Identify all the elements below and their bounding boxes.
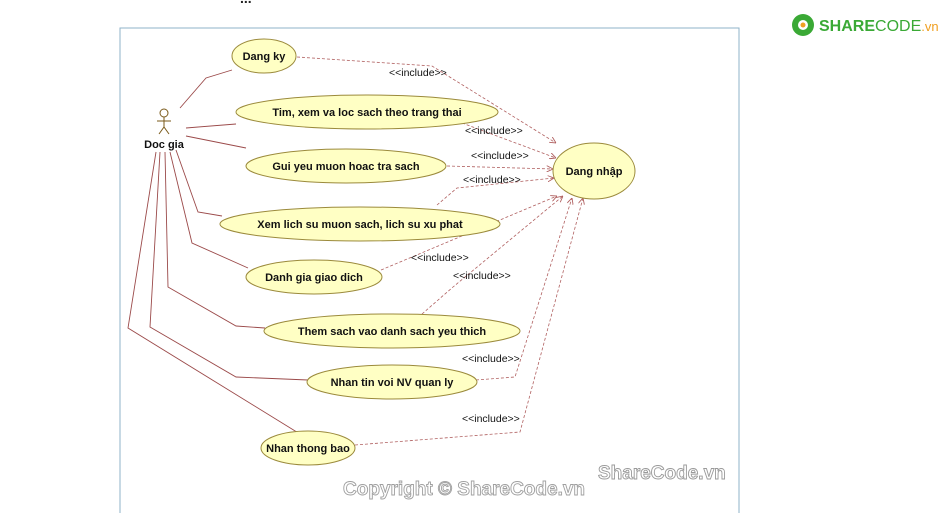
use-case-tim[interactable]: Tim, xem va loc sach theo trang thai: [235, 94, 499, 130]
svg-text:SHARECODE.vn: SHARECODE.vn: [819, 18, 939, 35]
association-xem: [175, 149, 223, 217]
association-tim: [185, 123, 237, 129]
use-case-label: Them sach vao danh sach yeu thich: [298, 326, 487, 338]
include-arrow-tim: [461, 122, 556, 158]
use-case-nhantin[interactable]: Nhan tin voi NV quan ly: [306, 364, 478, 400]
use-cases: Dang ky Tim, xem va loc sach theo trang t…: [219, 38, 636, 466]
use-case-label: Dang ky: [243, 51, 287, 63]
include-label-danhgia: <<include>>: [411, 252, 469, 264]
include-arrow-them: [421, 196, 563, 315]
watermark-copyright: Copyright © ShareCode.vn: [343, 479, 585, 500]
include-label-nhantin: <<include>>: [462, 353, 520, 365]
include-label-them: <<include>>: [453, 270, 511, 282]
association-nhantin: [149, 151, 309, 381]
include-arrow-xem: [436, 178, 554, 206]
use-case-ellipse: [263, 313, 521, 349]
use-case-dangky[interactable]: Dang ky: [231, 38, 297, 74]
include-label-tim: <<include>>: [465, 125, 523, 137]
use-case-label: Gui yeu muon hoac tra sach: [272, 161, 420, 173]
association-thongbao: [127, 151, 301, 435]
include-label-gui: <<include>>: [471, 150, 529, 162]
use-case-label: Nhan thong bao: [266, 443, 350, 455]
logo-text-rest: CODE: [875, 18, 921, 35]
use-case-label: Dang nhập: [566, 166, 623, 178]
use-case-ellipse: [245, 259, 383, 295]
use-case-ellipse: [219, 206, 501, 242]
use-case-danhgia[interactable]: Danh gia giao dich: [245, 259, 383, 295]
use-case-label: Danh gia giao dich: [265, 272, 363, 284]
use-case-xem[interactable]: Xem lich su muon sach, lich su xu phat: [219, 206, 501, 242]
logo-suffix: .vn: [921, 19, 938, 34]
use-case-ellipse: [552, 142, 636, 200]
association-lines: [127, 69, 309, 435]
use-case-them[interactable]: Them sach vao danh sach yeu thich: [263, 313, 521, 349]
use-case-label: Xem lich su muon sach, lich su xu phat: [257, 219, 463, 231]
association-them: [164, 151, 266, 329]
heading-fragment: ...: [240, 0, 252, 6]
use-case-ellipse: [235, 94, 499, 130]
use-case-label: Tim, xem va loc sach theo trang thai: [272, 107, 461, 119]
include-label-thongbao: <<include>>: [462, 413, 520, 425]
association-dangky: [179, 69, 233, 109]
use-case-gui[interactable]: Gui yeu muon hoac tra sach: [245, 148, 447, 184]
use-case-label: Nhan tin voi NV quan ly: [331, 377, 455, 389]
logo-text-bold: SHARE: [819, 18, 875, 35]
include-arrow-dangky: [296, 56, 556, 143]
include-arrow-thongbao: [354, 198, 583, 446]
use-case-ellipse: [306, 364, 478, 400]
actor-doc-gia[interactable]: [157, 108, 171, 135]
use-case-ellipse: [260, 430, 356, 466]
use-case-thongbao[interactable]: Nhan thong bao: [260, 430, 356, 466]
association-danhgia: [169, 151, 249, 269]
association-gui: [185, 135, 247, 149]
sharecode-logo: SHARECODE.vn: [792, 14, 939, 36]
use-case-ellipse: [245, 148, 447, 184]
include-arrow-gui: [446, 165, 553, 169]
actor-name: Doc gia: [144, 139, 185, 151]
include-label-xem: <<include>>: [463, 174, 521, 186]
use-case-dangnhap[interactable]: Dang nhập: [552, 142, 636, 200]
include-label-dangky: <<include>>: [389, 67, 447, 79]
use-case-ellipse: [231, 38, 297, 74]
watermark-main: ShareCode.vn: [598, 463, 726, 484]
